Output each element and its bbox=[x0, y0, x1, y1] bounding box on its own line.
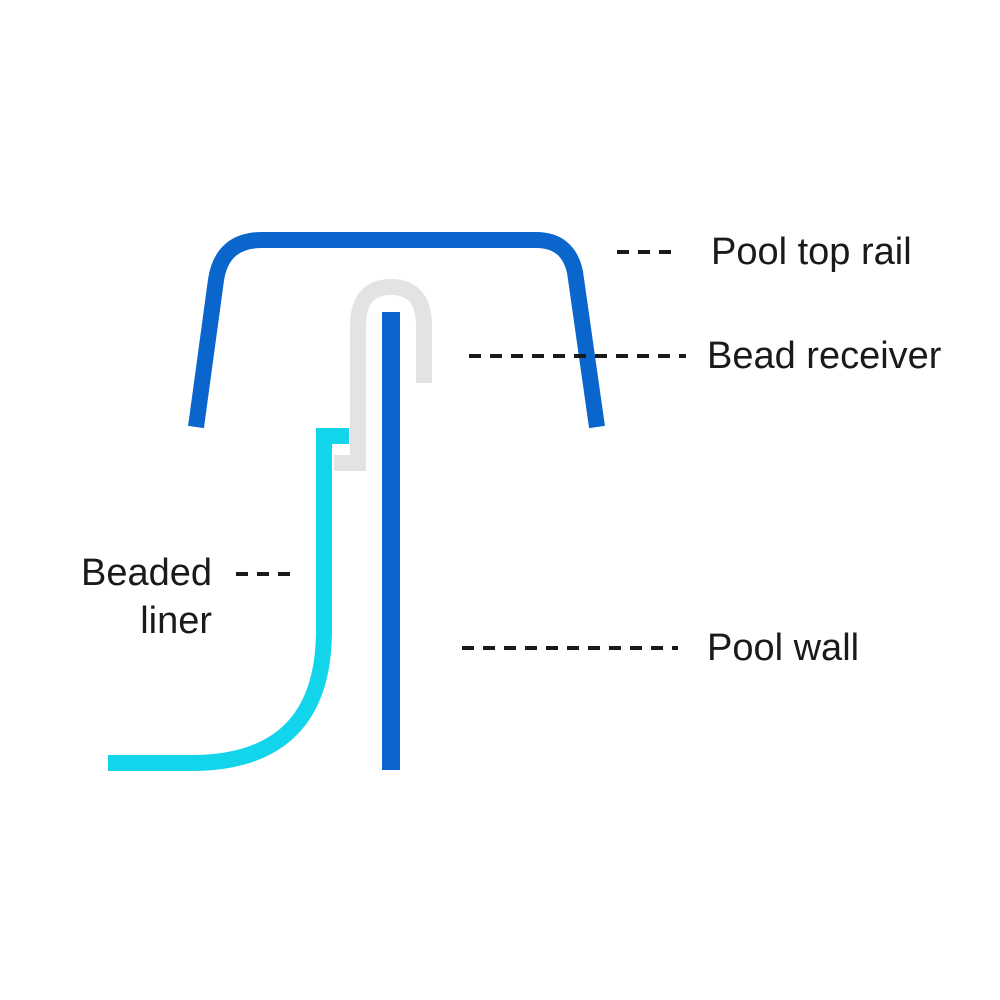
bead-receiver-label: Bead receiver bbox=[707, 335, 942, 377]
beaded-liner-label-line-2: liner bbox=[140, 600, 212, 642]
beaded-liner-label-line-1: Beaded bbox=[80, 552, 212, 594]
beaded-liner-shape bbox=[108, 428, 349, 771]
bead-receiver-shape bbox=[334, 278, 432, 471]
pool-wall-label: Pool wall bbox=[707, 627, 860, 669]
beaded-liner-label: Beaded liner bbox=[40, 549, 212, 645]
pool-top-rail-shape bbox=[188, 232, 605, 429]
pool-top-rail-label: Pool top rail bbox=[711, 231, 912, 273]
